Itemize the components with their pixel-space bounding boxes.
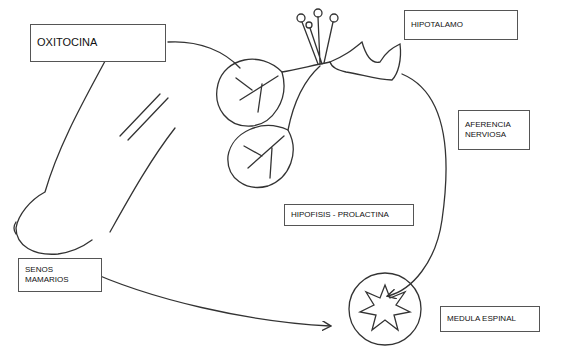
label-box: OXITOCINA [30,24,166,62]
label-box: SENOS MAMARIOS [18,258,102,292]
lobe-vein [244,136,284,178]
pituitary-lobe [228,126,293,188]
hypothalamus [330,42,401,80]
label-text: SENOS MAMARIOS [25,265,95,285]
torso-outline [16,48,112,254]
label-text: OXITOCINA [37,36,97,50]
breast-line [110,128,175,232]
filament-tip [306,22,312,28]
filament-tip [314,9,322,17]
breast-line [128,98,168,140]
label-text: HIPOFISIS - PROLACTINA [291,210,389,220]
afferent-arrow [388,74,446,296]
label-box: AFERENCIA NERVIOSA [458,110,530,150]
lobe-vein [236,76,278,112]
nipple [14,222,16,234]
label-box: HIPOTALAMO [404,10,518,40]
spinal-cord [349,273,421,345]
oxytocin-line [168,42,240,68]
pituitary-stalk [282,62,330,130]
filament-tip [297,14,305,22]
breast-arrow [82,268,330,326]
filament [302,17,333,64]
filament-tip [330,14,338,22]
label-text: AFERENCIA NERVIOSA [465,120,523,140]
breast-line [120,94,160,136]
grey-matter [360,285,410,330]
label-text: HIPOTALAMO [411,20,463,30]
label-box: HIPOFISIS - PROLACTINA [284,204,414,226]
pituitary-lobe [217,59,284,126]
label-box: MEDULA ESPINAL [440,306,540,332]
label-text: MEDULA ESPINAL [447,314,516,324]
